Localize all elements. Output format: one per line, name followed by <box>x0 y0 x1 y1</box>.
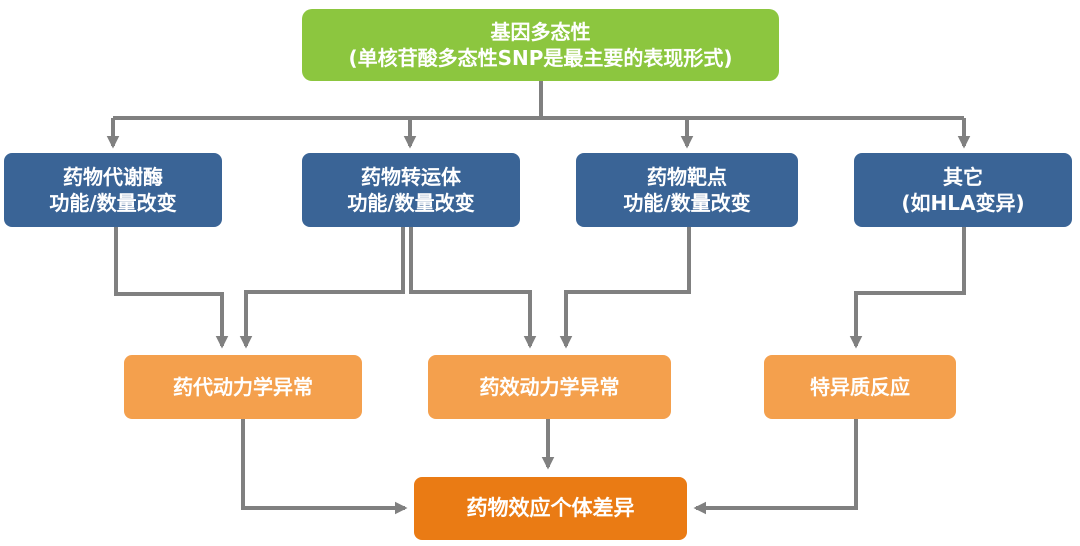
connector-idiosyncratic-to-outcome <box>693 419 858 515</box>
connector-target-to-pd <box>559 227 691 349</box>
pharmacokinetic-abnormality-label: 药代动力学异常 <box>173 375 313 399</box>
connector-enzyme-to-pk <box>114 227 229 349</box>
pharmacodynamic-abnormality-label: 药效动力学异常 <box>479 375 620 399</box>
genetic-polymorphism-box: 基因多态性 (单核苷酸多态性SNP是最主要的表现形式) <box>302 9 779 81</box>
pharmacodynamic-abnormality-box: 药效动力学异常 <box>428 355 671 419</box>
drug-transporter-subtitle: 功能/数量改变 <box>347 191 475 215</box>
genetic-polymorphism-title: 基因多态性 <box>490 20 591 44</box>
drug-target-title: 药物靶点 <box>647 165 727 189</box>
drug-target-box: 药物靶点 功能/数量改变 <box>576 153 798 227</box>
drug-transporter-title: 药物转运体 <box>361 165 461 189</box>
drug-metabolizing-enzyme-box: 药物代谢酶 功能/数量改变 <box>4 153 222 227</box>
pharmacokinetic-abnormality-box: 药代动力学异常 <box>124 355 362 419</box>
individual-drug-response-variation-box: 药物效应个体差异 <box>414 477 687 540</box>
drug-metabolizing-enzyme-subtitle: 功能/数量改变 <box>49 191 177 215</box>
individual-drug-response-variation-label: 药物效应个体差异 <box>466 495 635 520</box>
idiosyncratic-reaction-box: 特异质反应 <box>764 355 956 419</box>
other-factors-subtitle: (如HLA变异) <box>901 191 1025 215</box>
other-factors-box: 其它 (如HLA变异) <box>854 153 1072 227</box>
genetic-polymorphism-subtitle: (单核苷酸多态性SNP是最主要的表现形式) <box>348 46 733 70</box>
connector-pk-to-outcome <box>241 419 408 515</box>
drug-target-subtitle: 功能/数量改变 <box>623 191 751 215</box>
idiosyncratic-reaction-label: 特异质反应 <box>810 375 910 399</box>
drug-metabolizing-enzyme-title: 药物代谢酶 <box>63 165 163 189</box>
connector-transporter-to-pd <box>409 227 537 349</box>
drug-transporter-box: 药物转运体 功能/数量改变 <box>302 153 520 227</box>
connector-transporter-to-pk <box>239 227 405 349</box>
other-factors-title: 其它 <box>943 165 983 189</box>
connector-other-to-idiosyncratic <box>849 227 966 349</box>
